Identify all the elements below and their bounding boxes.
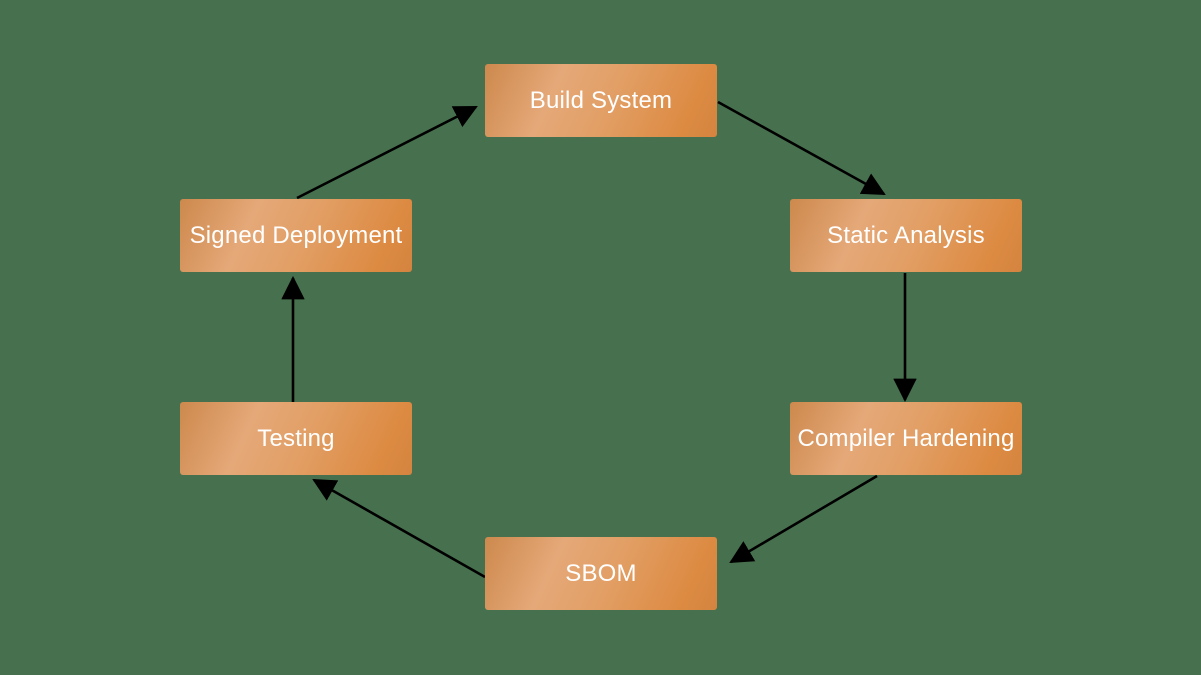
node-sbom-label: SBOM [565, 559, 637, 587]
edge-compiler-hardening-to-sbom [729, 474, 878, 564]
node-build-system: Build System [485, 64, 717, 137]
edge-signed-deployment-to-build-system [296, 105, 478, 200]
node-compiler-hardening: Compiler Hardening [790, 402, 1022, 475]
edge-sbom-to-testing [312, 478, 486, 579]
node-build-system-label: Build System [529, 86, 673, 114]
node-signed-deployment: Signed Deployment [180, 199, 412, 272]
node-signed-deployment-label: Signed Deployment [189, 221, 403, 249]
node-testing: Testing [180, 402, 412, 475]
node-sbom: SBOM [485, 537, 717, 610]
node-testing-label: Testing [257, 424, 335, 452]
node-static-analysis: Static Analysis [790, 199, 1022, 272]
edge-build-system-to-static-analysis [717, 100, 886, 196]
node-compiler-hardening-label: Compiler Hardening [797, 424, 1015, 452]
node-static-analysis-label: Static Analysis [827, 221, 985, 249]
